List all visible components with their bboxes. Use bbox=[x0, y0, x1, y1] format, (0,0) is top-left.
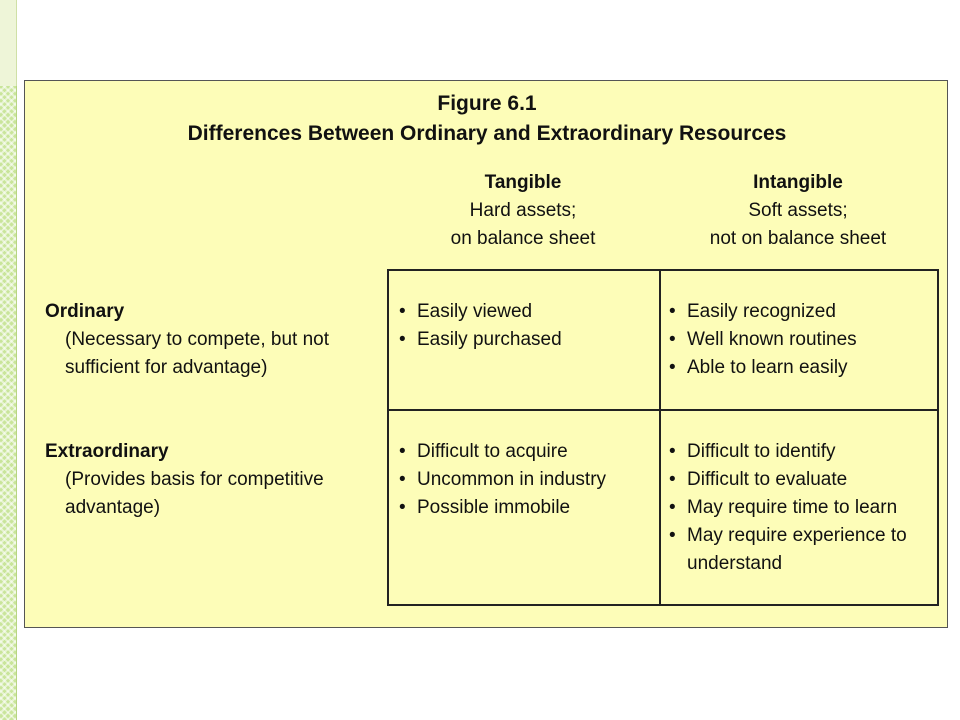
list-item: Easily purchased bbox=[397, 326, 655, 354]
figure-title: Differences Between Ordinary and Extraor… bbox=[187, 122, 787, 145]
matrix-vertical-divider bbox=[659, 271, 661, 604]
column-heading: Tangible bbox=[484, 172, 562, 193]
list-item: Able to learn easily bbox=[667, 354, 935, 382]
matrix-horizontal-divider bbox=[389, 409, 937, 411]
list-item: May require experience to understand bbox=[667, 522, 935, 578]
row-label-extraordinary: Extraordinary (Provides basis for compet… bbox=[45, 438, 385, 522]
column-desc-line: Soft assets; bbox=[748, 200, 848, 221]
resource-matrix: Easily viewed Easily purchased Easily re… bbox=[387, 269, 939, 606]
list-item: Uncommon in industry bbox=[397, 466, 655, 494]
list-item: Easily recognized bbox=[667, 298, 935, 326]
column-header-tangible: Tangible Hard assets; on balance sheet bbox=[388, 169, 658, 253]
list-item: Difficult to identify bbox=[667, 438, 935, 466]
column-desc-line: not on balance sheet bbox=[709, 228, 887, 249]
left-decorative-strip bbox=[0, 0, 17, 720]
row-heading: Extraordinary bbox=[45, 441, 169, 462]
list-item: Well known routines bbox=[667, 326, 935, 354]
cell-ordinary-intangible: Easily recognized Well known routines Ab… bbox=[667, 298, 935, 382]
list-item: May require time to learn bbox=[667, 494, 935, 522]
cell-ordinary-tangible: Easily viewed Easily purchased bbox=[397, 298, 655, 354]
column-desc-line: on balance sheet bbox=[450, 228, 596, 249]
row-heading: Ordinary bbox=[45, 301, 125, 322]
row-desc-line: (Necessary to compete, but not bbox=[65, 329, 330, 350]
column-heading: Intangible bbox=[753, 172, 843, 193]
left-strip-top-block bbox=[0, 0, 17, 86]
row-desc-line: (Provides basis for competitive bbox=[65, 469, 324, 490]
list-item: Possible immobile bbox=[397, 494, 655, 522]
column-desc-line: Hard assets; bbox=[469, 200, 577, 221]
list-item: Easily viewed bbox=[397, 298, 655, 326]
row-label-ordinary: Ordinary (Necessary to compete, but not … bbox=[45, 298, 385, 382]
figure-panel: Figure 6.1 Differences Between Ordinary … bbox=[24, 80, 948, 628]
row-desc-line: sufficient for advantage) bbox=[65, 357, 268, 378]
column-header-intangible: Intangible Soft assets; not on balance s… bbox=[663, 169, 933, 253]
figure-number: Figure 6.1 bbox=[437, 92, 537, 115]
cell-extraordinary-tangible: Difficult to acquire Uncommon in industr… bbox=[397, 438, 655, 522]
list-item: Difficult to evaluate bbox=[667, 466, 935, 494]
row-desc-line: advantage) bbox=[65, 497, 161, 518]
cell-extraordinary-intangible: Difficult to identify Difficult to evalu… bbox=[667, 438, 935, 578]
list-item: Difficult to acquire bbox=[397, 438, 655, 466]
